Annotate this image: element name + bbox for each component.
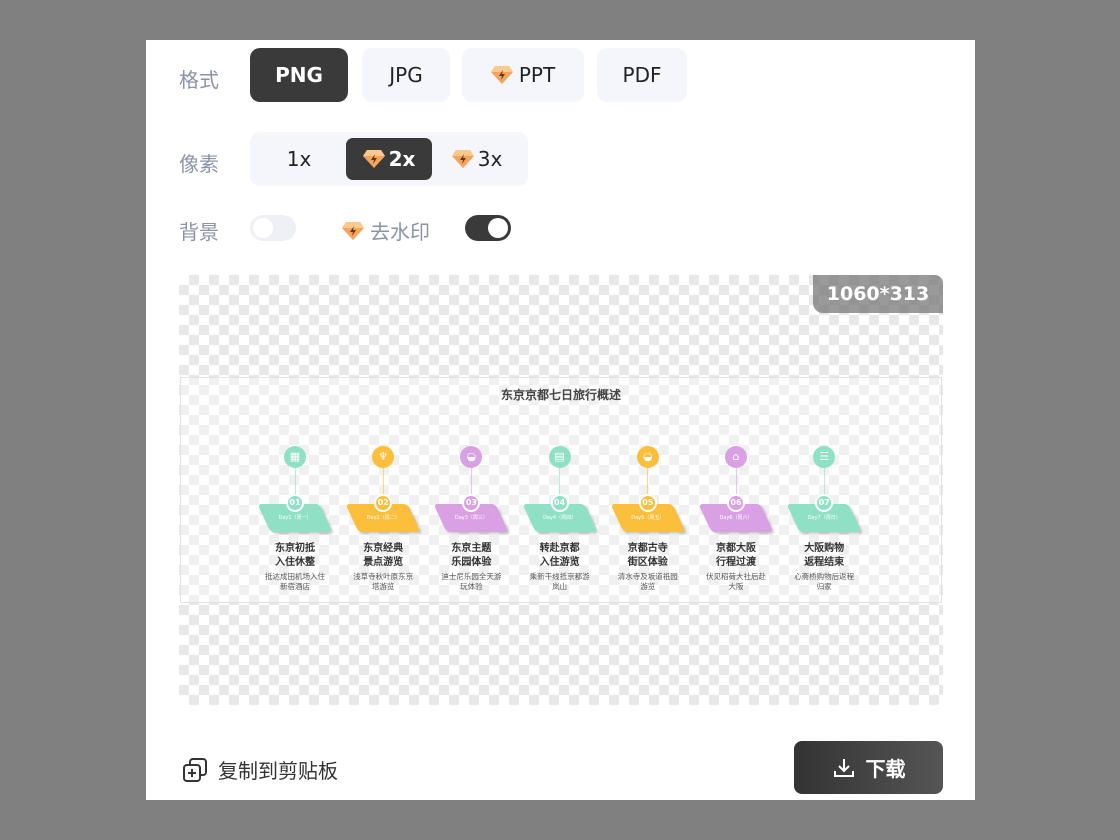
- step-title-line1: 东京经典: [363, 543, 404, 554]
- download-label: 下载: [865, 757, 906, 781]
- format-option-pdf[interactable]: PDF: [597, 48, 687, 102]
- step-day: Day7（周日）: [807, 515, 841, 521]
- step-title-line2: 入住游览: [539, 557, 580, 568]
- step-number: 06: [727, 494, 745, 512]
- pixel-segmented-control: 1x 2x 3x: [250, 132, 528, 186]
- background-toggle[interactable]: [250, 215, 296, 241]
- download-button[interactable]: 下载: [794, 741, 943, 794]
- step-description: 浅草寺秋叶原东京塔游览: [353, 572, 414, 591]
- vr-goggles-icon: ◒: [460, 446, 483, 468]
- connector-line: [559, 468, 561, 494]
- connector-line: [647, 468, 649, 494]
- tie-icon: ♆: [372, 446, 395, 468]
- copy-to-clipboard-button[interactable]: 复制到剪贴板: [182, 755, 338, 784]
- connector-line: [382, 468, 384, 494]
- premium-gem-icon: [342, 221, 364, 241]
- watermark-option: 去水印: [342, 216, 430, 245]
- watermark-toggle[interactable]: [465, 215, 511, 241]
- step-day: Day2（周二）: [366, 515, 400, 521]
- step-title-line2: 行程过渡: [716, 557, 756, 568]
- connector-line: [735, 468, 737, 494]
- copy-label: 复制到剪贴板: [218, 759, 338, 783]
- step-day: Day5（周五）: [631, 515, 665, 521]
- premium-gem-icon: [451, 149, 474, 169]
- step-title-line2: 乐园体验: [451, 557, 492, 568]
- pixel-label: 像素: [179, 152, 219, 176]
- step-description: 伏见稻荷大社后赴大阪: [706, 572, 766, 591]
- size-badge: 1060*313: [813, 275, 943, 313]
- step-description: 抵达成田机场入住新宿酒店: [265, 572, 325, 591]
- download-icon: [833, 758, 854, 777]
- preview-area: 东京京都七日旅行概述 ▦ 01 Day1（周一） 东京初抵入住休整 抵达成田机场…: [179, 275, 943, 705]
- step-description: 迪士尼乐园全天游玩体验: [441, 572, 502, 591]
- infographic-title: 东京京都七日旅行概述: [500, 388, 621, 402]
- pixel-option-1x[interactable]: 1x: [256, 138, 342, 180]
- step-number: 01: [286, 494, 304, 512]
- step-description: 清水寺及坂道祇园游览: [617, 572, 678, 591]
- premium-gem-icon: [490, 65, 513, 85]
- step-title: 京都大阪行程过渡: [696, 542, 776, 570]
- step-title-line2: 景点游览: [363, 557, 404, 568]
- step-title-line2: 街区体验: [627, 557, 668, 568]
- step-title: 东京主题乐园体验: [431, 542, 511, 570]
- step-title: 东京初抵入住休整: [255, 542, 335, 570]
- pixel-option-label: 3x: [477, 147, 503, 171]
- step-title: 大阪购物返程结束: [784, 542, 864, 570]
- watermark-label: 去水印: [370, 220, 430, 244]
- step-day: Day3（周三）: [454, 515, 488, 521]
- basket-icon: ▦: [284, 446, 306, 468]
- building-icon: ⌂: [725, 446, 747, 468]
- step-title-line2: 返程结束: [804, 557, 845, 568]
- background-label: 背景: [179, 220, 219, 244]
- step-day: Day6（周六）: [719, 515, 753, 521]
- step-title-line2: 入住休整: [275, 557, 315, 568]
- export-panel: 格式 PNG JPG PPT PDF 像素 1x 2x 3x 背景 去水印 东京京都七日旅…: [146, 40, 975, 800]
- copy-icon: [183, 757, 207, 782]
- step-number: 07: [815, 494, 834, 512]
- vr-goggles-icon: ◒: [636, 446, 659, 468]
- step-number: 03: [462, 494, 481, 512]
- step-number: 02: [374, 494, 393, 512]
- format-option-label: PNG: [275, 63, 323, 87]
- format-option-jpg[interactable]: JPG: [362, 48, 450, 102]
- connector-line: [294, 468, 296, 494]
- step-description: 心斋桥购物后返程归家: [794, 572, 855, 591]
- format-label: 格式: [179, 68, 219, 92]
- step-title-line1: 大阪购物: [804, 543, 845, 554]
- premium-gem-icon: [362, 149, 385, 169]
- step-day: Day4（周四）: [543, 515, 577, 521]
- format-option-png[interactable]: PNG: [250, 48, 348, 102]
- infographic-preview: 东京京都七日旅行概述 ▦ 01 Day1（周一） 东京初抵入住休整 抵达成田机场…: [180, 377, 942, 603]
- format-option-label: PPT: [518, 63, 556, 87]
- step-title-line1: 东京主题: [451, 543, 492, 554]
- bed-icon: ▤: [548, 446, 571, 468]
- format-option-label: PDF: [622, 63, 662, 87]
- step-title-line1: 东京初抵: [275, 543, 315, 554]
- pixel-option-label: 2x: [388, 147, 416, 171]
- pixel-option-2x[interactable]: 2x: [346, 138, 432, 180]
- step-number: 04: [550, 494, 569, 512]
- clipboard-icon: ☰: [813, 446, 836, 468]
- pixel-option-label: 1x: [286, 147, 312, 171]
- step-title: 京都古寺街区体验: [608, 542, 688, 570]
- step-title-line1: 京都大阪: [716, 543, 756, 554]
- step-title-line1: 转赴京都: [539, 543, 580, 554]
- step-day: Day1（周一）: [278, 515, 312, 521]
- format-option-ppt[interactable]: PPT: [462, 48, 584, 102]
- step-title: 转赴京都入住游览: [520, 542, 600, 570]
- step-title: 东京经典景点游览: [343, 542, 423, 570]
- format-option-label: JPG: [389, 63, 423, 87]
- step-number: 05: [638, 494, 657, 512]
- connector-line: [823, 468, 825, 494]
- connector-line: [470, 468, 472, 494]
- step-title-line1: 京都古寺: [627, 543, 668, 554]
- pixel-option-3x[interactable]: 3x: [434, 138, 520, 180]
- step-description: 乘新干线抵京都游岚山: [529, 572, 590, 591]
